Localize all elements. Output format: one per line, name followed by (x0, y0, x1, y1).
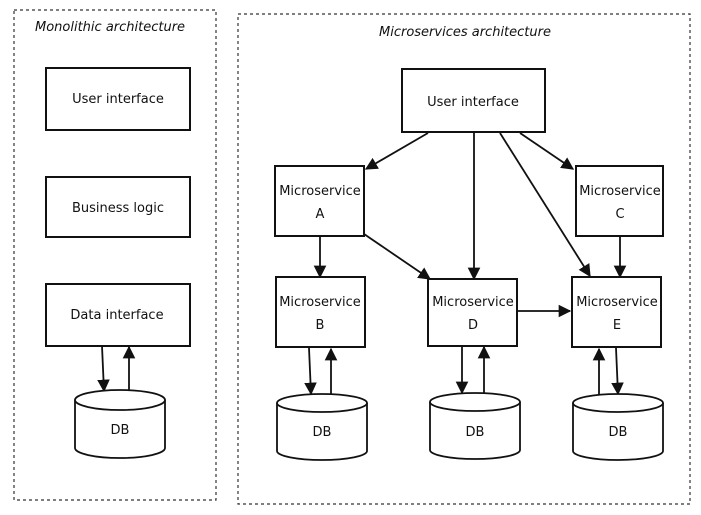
microservice-c: Microservice C (575, 165, 664, 237)
monolith-data-interface-label: Data interface (70, 308, 163, 323)
microservice-a-letter: A (316, 207, 325, 222)
microservice-c-letter: C (615, 207, 624, 222)
microservice-b-word: Microservice (279, 295, 361, 310)
microservice-c-word: Microservice (579, 184, 661, 199)
db-cylinder-b: DB (276, 393, 368, 461)
arrow-ui-to-c (519, 132, 575, 170)
monolith-business-logic-label: Business logic (72, 201, 164, 216)
db-e-label: DB (609, 425, 628, 440)
db-d-label: DB (466, 425, 485, 440)
microservices-user-interface-label: User interface (427, 95, 519, 110)
monolith-db-label: DB (111, 423, 130, 438)
arrow-ui-to-a (364, 132, 429, 170)
microservices-user-interface: User interface (401, 68, 546, 133)
monolith-business-logic: Business logic (45, 176, 191, 238)
microservices-title: Microservices architecture (379, 25, 551, 40)
microservice-a: Microservice A (274, 165, 365, 237)
arrow-e-to-db (611, 347, 624, 396)
monolith-data-interface: Data interface (45, 283, 191, 347)
microservice-b: Microservice B (275, 276, 366, 348)
arrow-ui-to-e (499, 132, 591, 278)
microservice-d-word: Microservice (432, 295, 514, 310)
microservices-panel: Microservices architecture User interfac… (237, 13, 691, 505)
microservices-frame (237, 13, 691, 505)
db-cylinder-d: DB (429, 392, 521, 460)
monolith-db-cylinder: DB (74, 389, 166, 459)
microservices-arrows (304, 132, 627, 396)
monolith-user-interface: User interface (45, 67, 191, 131)
arrow-b-to-db (304, 347, 317, 396)
microservice-e-word: Microservice (576, 295, 658, 310)
microservice-b-letter: B (316, 318, 325, 333)
microservice-a-word: Microservice (279, 184, 361, 199)
microservice-e: Microservice E (571, 276, 662, 348)
microservice-e-letter: E (613, 318, 621, 333)
db-b-label: DB (313, 425, 332, 440)
monolith-panel: Monolithic architecture User interface B… (13, 9, 217, 501)
monolith-arrow-down (97, 345, 110, 393)
db-cylinder-e: DB (572, 393, 664, 461)
arrow-a-to-d (363, 233, 432, 280)
monolith-frame (13, 9, 217, 501)
microservice-d-letter: D (468, 318, 478, 333)
microservice-d: Microservice D (427, 278, 518, 347)
monolith-title: Monolithic architecture (35, 20, 185, 35)
monolith-user-interface-label: User interface (72, 92, 164, 107)
